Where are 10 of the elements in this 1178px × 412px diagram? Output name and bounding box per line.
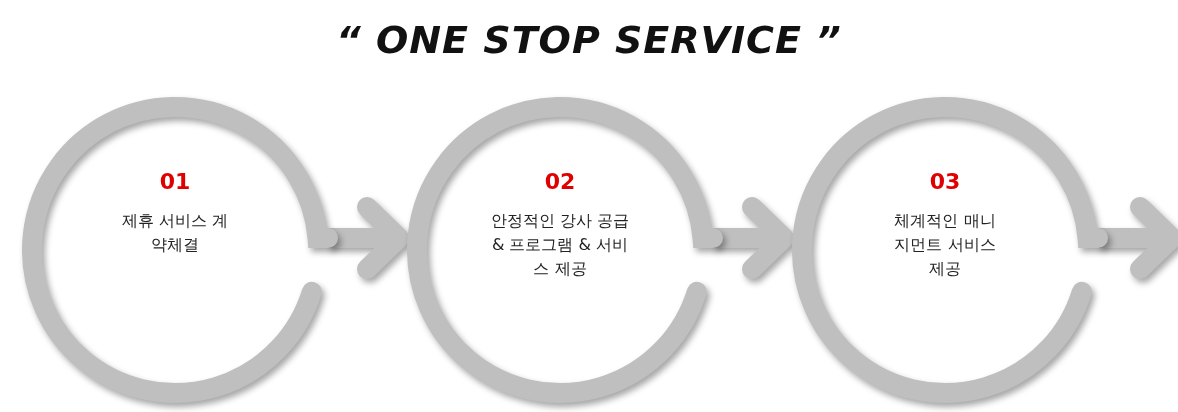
step-text: 체계적인 매니지먼트 서비스 제공 xyxy=(893,210,997,280)
arrow xyxy=(1098,197,1178,279)
arrow xyxy=(713,197,794,279)
step-text: 제휴 서비스 계약체결 xyxy=(120,210,230,256)
step-number: 02 xyxy=(543,169,577,194)
arrow xyxy=(328,197,409,279)
title: “ ONE STOP SERVICE ” xyxy=(335,18,843,62)
step-number: 03 xyxy=(928,169,962,194)
step-number: 01 xyxy=(158,169,192,194)
step-text: 안정적인 강사 공급 & 프로그램 & 서비스 제공 xyxy=(489,210,631,280)
